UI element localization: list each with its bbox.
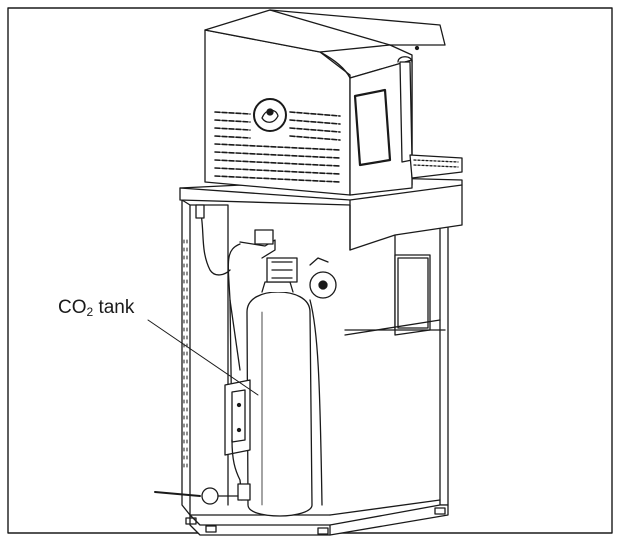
- callout-subscript: 2: [86, 305, 94, 319]
- mounting-bracket: [224, 379, 251, 456]
- vent-grill: [214, 111, 341, 183]
- co2-tank-label: CO2 tank: [58, 297, 134, 319]
- machine-unit: [204, 9, 463, 196]
- co2-cylinder: [227, 229, 337, 517]
- callout-leader-line: [147, 319, 259, 396]
- cabinet: [181, 199, 449, 536]
- water-line: [195, 204, 243, 501]
- display-screen: [353, 88, 392, 167]
- callout-suffix: tank: [93, 297, 135, 318]
- callout-prefix: CO: [58, 297, 87, 318]
- bottom-fittings: [154, 483, 251, 505]
